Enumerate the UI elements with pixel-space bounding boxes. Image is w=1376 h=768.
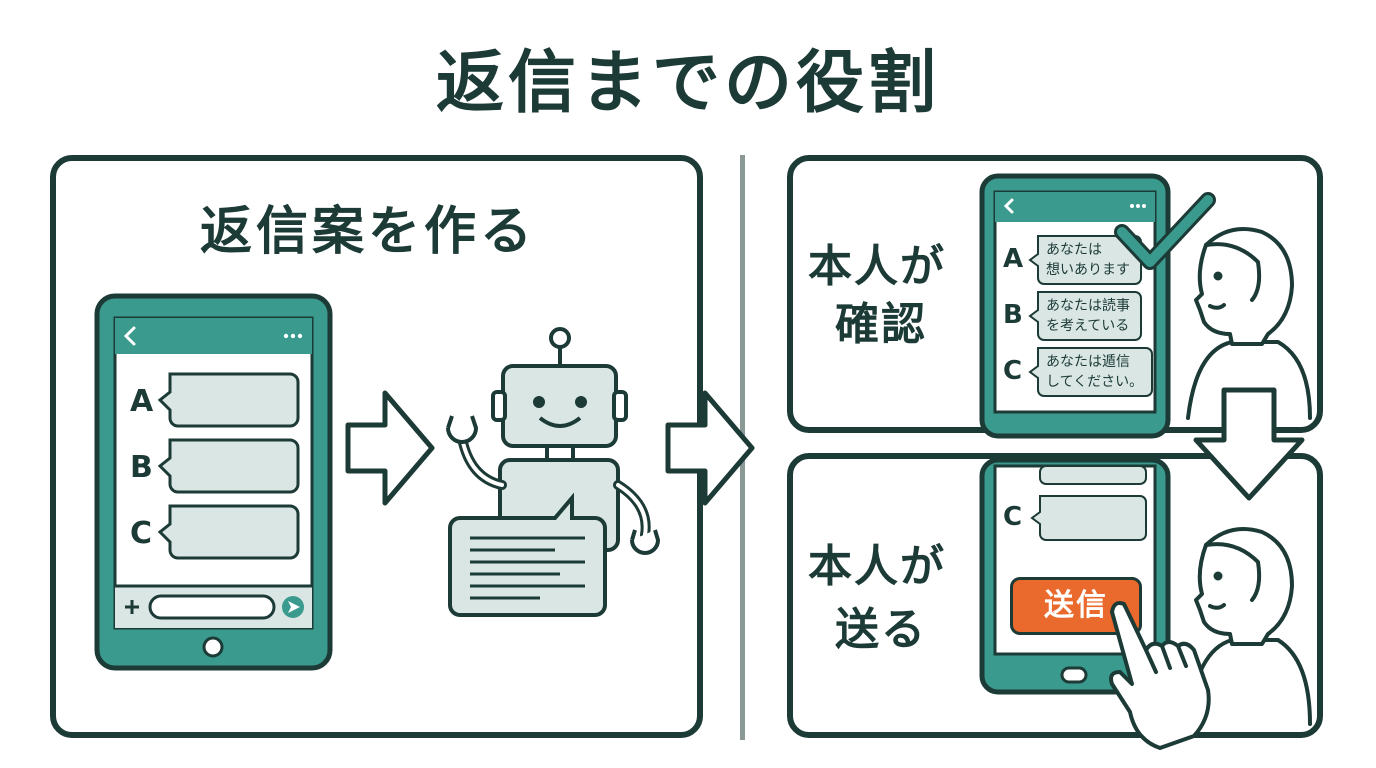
- send-phone: [979, 457, 1171, 695]
- check-heading-line1: 本人が: [808, 241, 946, 292]
- check-option-c-text-2: してください。: [1046, 374, 1144, 390]
- check-option-b-text-1: あなたは読事: [1046, 298, 1130, 314]
- person-icon: [1186, 227, 1312, 420]
- more-icon: [283, 333, 303, 339]
- send-heading-line1: 本人が: [808, 541, 946, 592]
- empty-bubble-a: [157, 372, 300, 428]
- option-bubble-c: [1030, 495, 1147, 541]
- option-bubble-a: [1028, 235, 1142, 285]
- check-heading-line2: 確認: [835, 299, 927, 350]
- empty-bubble-b: [157, 438, 300, 494]
- create-draft-heading: 返信案を作る: [200, 202, 537, 262]
- back-icon: [123, 326, 136, 346]
- send-button[interactable]: 送信: [1010, 577, 1142, 635]
- arrow-right-icon-2: [665, 390, 755, 506]
- option-bubble-b: [1028, 291, 1142, 341]
- arrow-down-icon: [1193, 387, 1305, 501]
- check-option-b-label: B: [1003, 300, 1023, 330]
- option-b-label: B: [130, 450, 153, 485]
- arrow-right-icon: [345, 390, 435, 506]
- check-option-a-text-1: あなたは: [1046, 242, 1102, 258]
- draft-message-bubble: [448, 492, 607, 617]
- check-option-b-text-2: を考えている: [1046, 318, 1130, 334]
- check-phone: [979, 173, 1171, 439]
- empty-bubble-c: [157, 504, 300, 560]
- send-heading-line2: 送る: [835, 604, 927, 655]
- person-icon-2: [1186, 527, 1312, 726]
- left-phone: [94, 293, 333, 671]
- check-option-c-label: C: [1003, 356, 1023, 386]
- check-option-a-text-2: 想いあります: [1046, 262, 1130, 278]
- plus-icon: [125, 600, 139, 614]
- more-icon: [1130, 204, 1146, 208]
- option-a-label: A: [130, 384, 154, 419]
- home-button: [202, 636, 224, 658]
- check-option-c-text-1: あなたは遁信: [1046, 354, 1130, 370]
- send-option-c-label: C: [1003, 502, 1023, 532]
- check-option-a-label: A: [1003, 244, 1024, 274]
- option-bubble-c: [1028, 347, 1153, 397]
- home-button: [1060, 666, 1088, 684]
- option-c-label: C: [130, 516, 153, 551]
- page-title: 返信までの役割: [435, 44, 940, 123]
- back-icon: [1003, 198, 1014, 214]
